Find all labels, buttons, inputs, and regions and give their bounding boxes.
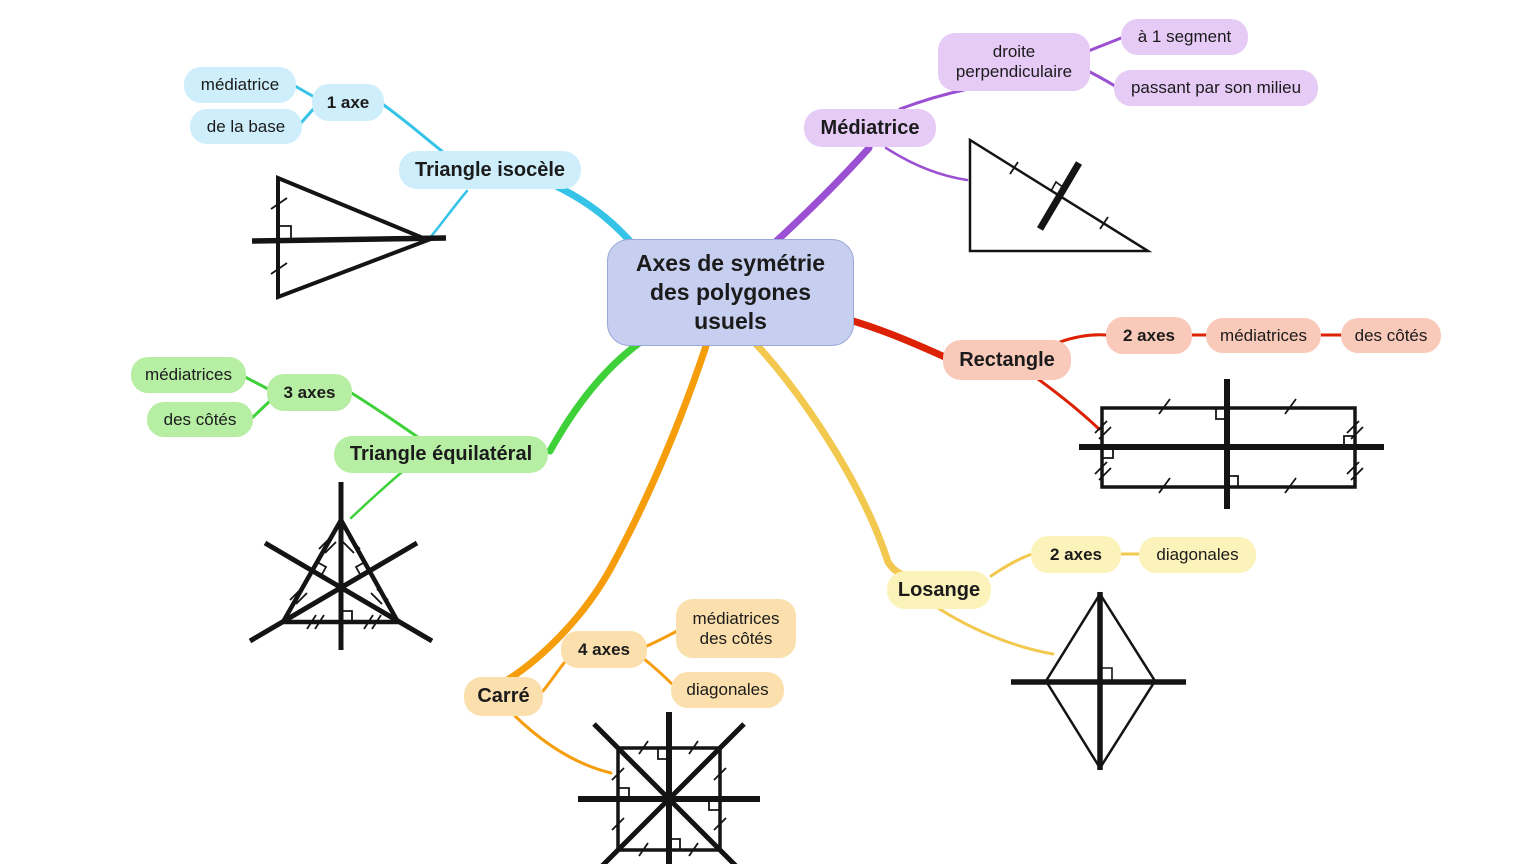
- link-losange-2axes: [989, 552, 1034, 578]
- central-topic[interactable]: Axes de symétrie des polygones usuels: [607, 239, 854, 346]
- link-mediatrices-3axes: [243, 375, 272, 392]
- node-carre-diagonales[interactable]: diagonales: [671, 672, 784, 708]
- node-carre-mediatrices-des-cotes[interactable]: médiatrices des côtés: [676, 599, 796, 658]
- node-mediatrice-title[interactable]: Médiatrice: [804, 109, 936, 147]
- node-equilateral-des-cotes[interactable]: des côtés: [147, 402, 253, 437]
- node-triangle-isocele[interactable]: Triangle isocèle: [399, 151, 581, 189]
- link-mediatrice-figure: [884, 146, 969, 182]
- node-isocele-de-la-base[interactable]: de la base: [190, 109, 302, 144]
- orange-branch-links: [505, 342, 710, 775]
- link-carre-figure: [513, 714, 613, 775]
- mediatrice-right-angle-mark: [1050, 180, 1065, 192]
- square-diagonal-axes: [592, 722, 746, 864]
- node-losange-2-axes[interactable]: 2 axes: [1031, 536, 1121, 573]
- node-isocele-1-axe[interactable]: 1 axe: [312, 84, 384, 121]
- red-branch-links: [849, 317, 1343, 431]
- link-4axes-mediatrices-cotes: [645, 629, 679, 648]
- equilateral-triangle-figure: [248, 482, 434, 650]
- equilateral-right-angle-marks: [316, 561, 366, 622]
- purple-branch-links: [765, 36, 1123, 252]
- node-carre[interactable]: Carré: [464, 677, 543, 716]
- equilateral-axes: [248, 482, 434, 650]
- link-3axes-triangle-equilateral: [348, 390, 421, 440]
- rhombus-right-angle-mark: [1100, 667, 1113, 682]
- node-losange-diagonales[interactable]: diagonales: [1139, 537, 1256, 573]
- isosceles-triangle-shape: [276, 175, 434, 300]
- node-rectangle-2-axes[interactable]: 2 axes: [1106, 317, 1192, 354]
- link-center-triangle-equilateral: [546, 337, 646, 455]
- figures: [248, 137, 1384, 864]
- link-rectangle-2axes: [1058, 333, 1108, 344]
- isosceles-axis: [251, 235, 447, 244]
- link-des-cotes-3axes: [250, 398, 273, 420]
- link-mediatrice-droite-perpendiculaire: [898, 87, 970, 111]
- link-carre-4axes: [541, 661, 566, 693]
- node-a-1-segment[interactable]: à 1 segment: [1121, 19, 1248, 55]
- square-figure: [578, 712, 760, 864]
- node-rectangle[interactable]: Rectangle: [943, 340, 1071, 380]
- link-1axe-triangle-isocele: [379, 101, 450, 158]
- equilateral-tick-marks: [289, 537, 389, 630]
- link-losange-figure: [936, 606, 1055, 656]
- node-rectangle-des-cotes[interactable]: des côtés: [1341, 318, 1441, 353]
- isosceles-right-angle-mark: [279, 225, 292, 240]
- link-droite-perp-passant-milieu: [1084, 68, 1117, 88]
- mediatrice-tick-marks: [1009, 161, 1109, 230]
- rhombus-figure: [1011, 591, 1186, 771]
- rectangle-tick-marks: [1094, 398, 1364, 494]
- link-center-losange: [752, 340, 913, 581]
- green-branch-links: [243, 337, 646, 520]
- node-triangle-equilateral[interactable]: Triangle équilatéral: [334, 436, 548, 473]
- link-center-rectangle: [849, 317, 951, 362]
- link-triangle-equilateral-figure: [349, 470, 404, 520]
- node-droite-perpendiculaire[interactable]: droite perpendiculaire: [938, 33, 1090, 91]
- node-isocele-mediatrice[interactable]: médiatrice: [184, 67, 296, 103]
- node-carre-4-axes[interactable]: 4 axes: [561, 631, 647, 668]
- link-center-carre: [505, 342, 710, 683]
- link-center-mediatrice: [765, 144, 873, 252]
- isosceles-triangle-figure: [251, 175, 447, 300]
- node-passant-par-son-milieu[interactable]: passant par son milieu: [1114, 70, 1318, 106]
- link-rectangle-figure: [1036, 377, 1101, 431]
- rectangle-right-angle-marks: [1102, 408, 1355, 487]
- mediatrice-figure: [968, 137, 1153, 253]
- square-right-angle-marks: [618, 748, 720, 850]
- link-droite-perp-a-1-segment: [1084, 36, 1123, 54]
- node-equilateral-mediatrices[interactable]: médiatrices: [131, 357, 246, 393]
- node-rectangle-mediatrices[interactable]: médiatrices: [1206, 318, 1321, 353]
- square-tick-marks: [611, 740, 727, 857]
- mediatrice-segment: [1036, 161, 1083, 231]
- link-triangle-isocele-figure: [427, 189, 469, 241]
- rectangle-figure: [1079, 379, 1384, 509]
- link-4axes-diagonales: [641, 656, 674, 686]
- node-losange[interactable]: Losange: [887, 571, 991, 609]
- isosceles-tick-marks: [270, 197, 288, 275]
- node-equilateral-3-axes[interactable]: 3 axes: [267, 374, 352, 411]
